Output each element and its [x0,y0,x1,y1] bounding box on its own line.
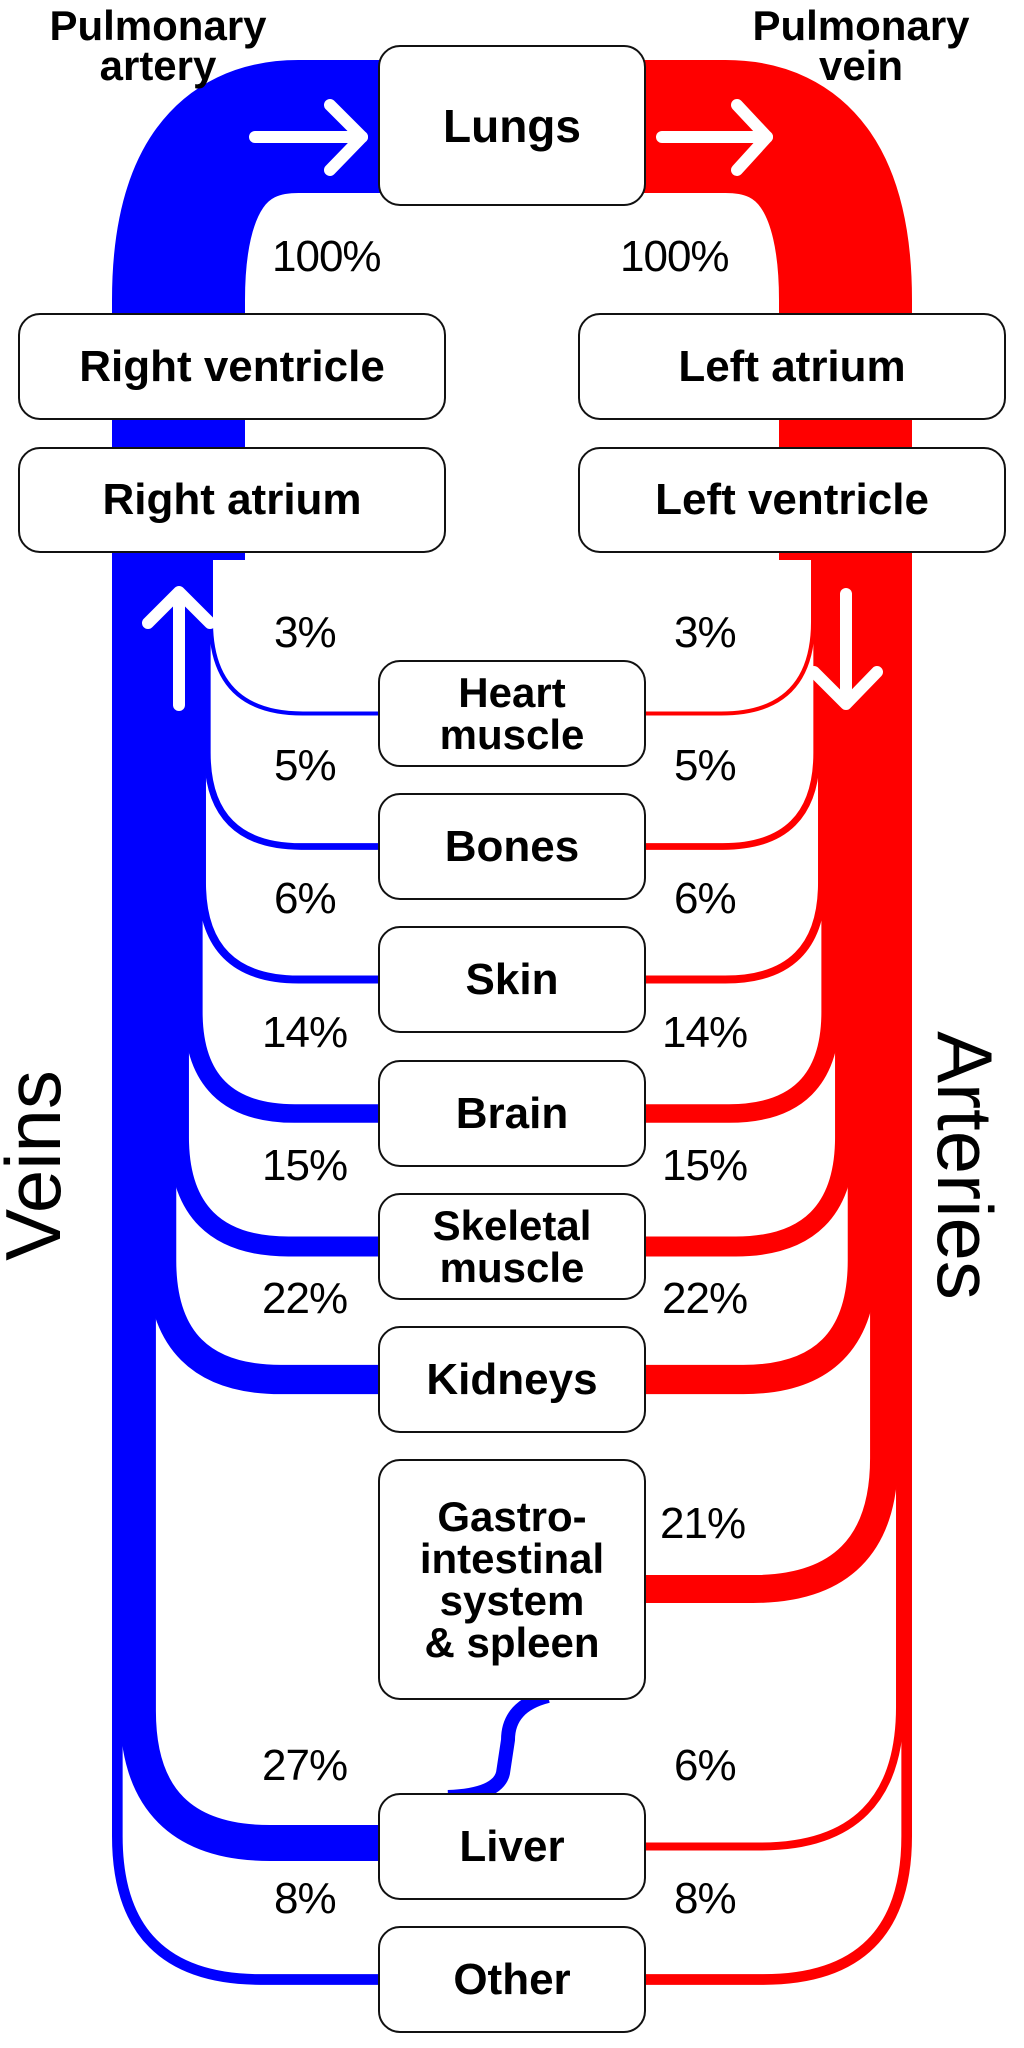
kidneys-arterial-percent: 22% [662,1274,748,1323]
other-venous-percent: 8% [274,1874,337,1923]
pulmonary-artery-percent: 100% [272,232,382,281]
vein-stream-other [112,560,381,1985]
artery-stream-other [643,560,912,1985]
artery-stream-brain [643,560,840,1123]
gastrointestinal-arterial-percent: 21% [660,1499,746,1548]
liver-label: Liver [459,1821,565,1871]
veins-label: Veins [0,1070,77,1261]
pulmonary-vein-stream [642,60,912,560]
other-box: Other [378,1926,646,2033]
vein-stream-liver [120,560,381,1861]
liver-box: Liver [378,1793,646,1900]
up-arrow-icon [142,586,216,629]
bones-venous-percent: 5% [274,741,337,790]
bones-box: Bones [378,793,646,900]
artery-stream-bones [643,560,820,850]
pulmonary-artery-label: Pulmonary artery [49,2,267,89]
right-ventricle-label: Right ventricle [79,341,385,391]
pulmonary-vein-label: Pulmonary vein [752,2,970,89]
gastrointestinal-box: Gastro- intestinal system & spleen [378,1459,646,1700]
heart-muscle-label: Heart muscle [439,668,585,758]
skin-box: Skin [378,926,646,1033]
vein-stream-brain [184,560,381,1123]
vein-stream-bones [204,560,381,850]
artery-stream-liver [643,560,904,1851]
liver-arterial-percent: 6% [674,1741,737,1790]
vein-stream-skeletal-muscle [169,560,381,1257]
liver-venous-percent: 27% [262,1741,348,1790]
artery-stream-skeletal-muscle [643,560,855,1257]
right-ventricle-box: Right ventricle [18,313,446,420]
kidneys-label: Kidneys [426,1354,598,1404]
left-ventricle-box: Left ventricle [578,447,1006,553]
skin-arterial-percent: 6% [674,874,737,923]
gastrointestinal-label: Gastro- intestinal system & spleen [419,1492,605,1666]
left-atrium-label: Left atrium [678,341,906,391]
skeletal-muscle-venous-percent: 15% [262,1141,348,1190]
left-atrium-box: Left atrium [578,313,1006,420]
portal-vein-stream [447,1689,550,1804]
right-arrow-icon [731,99,773,176]
right-arrow-icon [324,99,368,176]
vein-stream-heart-muscle [209,560,381,716]
lungs-label: Lungs [443,99,581,152]
heart-muscle-box: Heart muscle [378,660,646,767]
pulmonary-artery-stream [111,60,382,560]
skeletal-muscle-box: Skeletal muscle [378,1193,646,1300]
heart-muscle-arterial-percent: 3% [674,608,737,657]
bones-arterial-percent: 5% [674,741,737,790]
brain-box: Brain [378,1060,646,1167]
pulmonary-vein-percent: 100% [620,232,730,281]
artery-stream-heart-muscle [643,560,815,716]
lungs-box: Lungs [378,45,646,206]
skin-venous-percent: 6% [274,874,337,923]
arteries-label: Arteries [920,1031,1009,1300]
vein-stream-kidneys [147,560,381,1395]
artery-stream-skin [643,560,826,984]
artery-stream-kidneys [643,560,877,1395]
vein-stream-skin [198,560,381,984]
flow-arrows [142,99,883,711]
right-atrium-box: Right atrium [18,447,446,553]
bones-label: Bones [444,821,580,871]
kidneys-venous-percent: 22% [262,1274,348,1323]
artery-stream-gastrointestinal [643,560,898,1603]
right-atrium-label: Right atrium [102,475,362,524]
heart-muscle-venous-percent: 3% [274,608,337,657]
skeletal-muscle-arterial-percent: 15% [662,1141,748,1190]
skeletal-muscle-label: Skeletal muscle [432,1201,592,1291]
other-arterial-percent: 8% [674,1874,737,1923]
kidneys-box: Kidneys [378,1326,646,1433]
flow-streams [111,60,912,1985]
other-label: Other [453,1954,571,2004]
skin-label: Skin [465,954,559,1004]
brain-label: Brain [455,1088,569,1138]
brain-arterial-percent: 14% [662,1008,748,1057]
down-arrow-icon [808,666,883,710]
brain-venous-percent: 14% [262,1008,348,1057]
left-ventricle-label: Left ventricle [655,475,929,524]
